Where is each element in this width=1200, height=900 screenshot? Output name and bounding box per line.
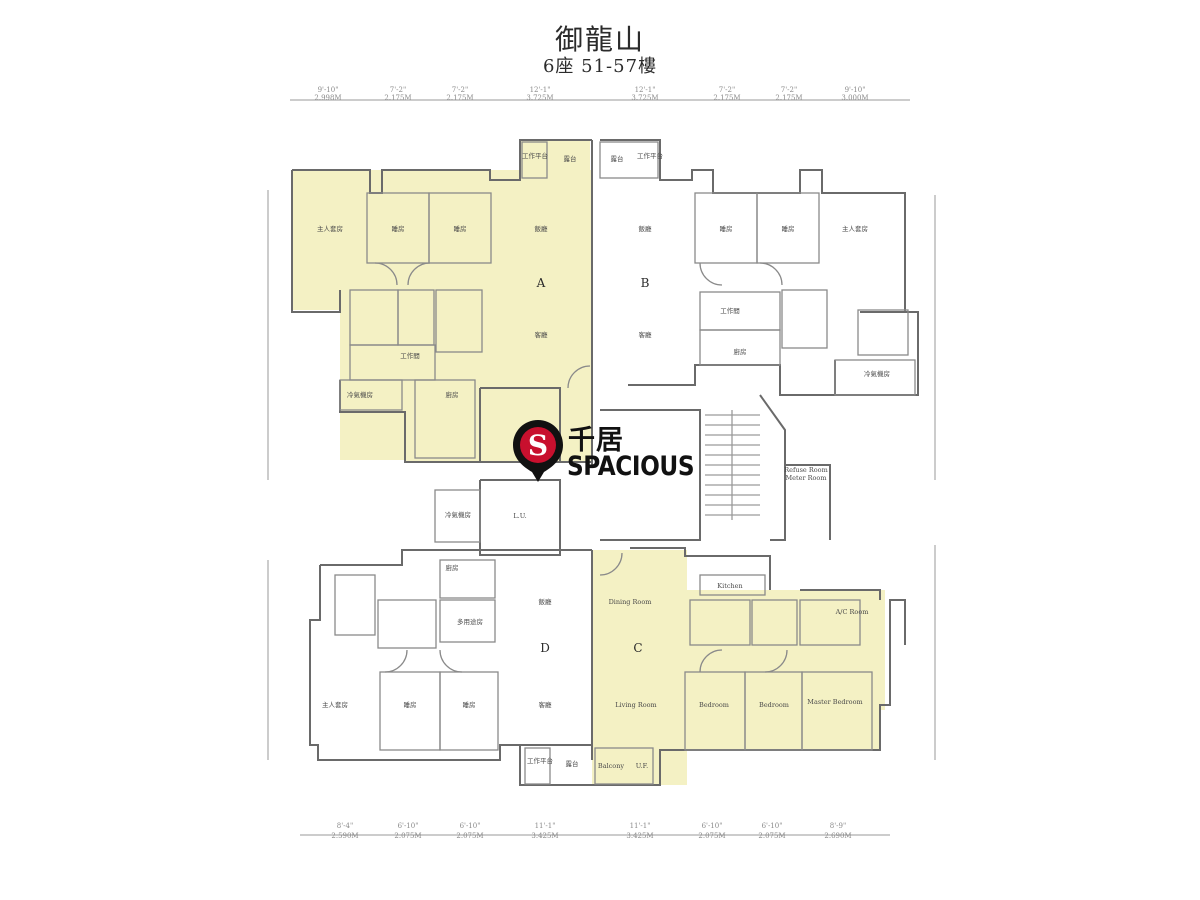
room-b-master: 主人套房 bbox=[842, 224, 868, 233]
room-b-balcony: 露台 bbox=[611, 154, 624, 163]
room-d-master: 主人套房 bbox=[322, 700, 348, 709]
room-labels: 主人套房 睡房 睡房 飯廳 客廳 工作間 廚房 冷氣機房 工作平台 露台 露台 … bbox=[317, 151, 890, 770]
dimension-labels-bottom: 8'-4" 2.590M 6'-10" 2.075M 6'-10" 2.075M… bbox=[331, 822, 851, 840]
dim-bot-2-m: 2.075M bbox=[394, 832, 421, 840]
room-d-dining: 飯廳 bbox=[539, 597, 553, 606]
dim-bot-1: 8'-4" bbox=[337, 822, 353, 830]
dim-top-8-m: 3.000M bbox=[841, 94, 868, 102]
room-b-platform: 工作平台 bbox=[637, 151, 663, 160]
spacious-mark-icon: S bbox=[513, 420, 563, 482]
room-a-ac: 冷氣機房 bbox=[347, 390, 373, 399]
room-b-bed2: 睡房 bbox=[782, 224, 795, 233]
room-b-ac: 冷氣機房 bbox=[864, 369, 890, 378]
room-c-master: Master Bedroom bbox=[807, 698, 862, 706]
room-c-dining: Dining Room bbox=[609, 598, 652, 606]
room-d-balcony: 露台 bbox=[566, 759, 579, 768]
room-b-kitchen: 廚房 bbox=[734, 347, 747, 356]
room-core-refuse: Refuse Room bbox=[784, 466, 827, 474]
dim-bot-6-m: 2.075M bbox=[698, 832, 725, 840]
dim-bot-2: 6'-10" bbox=[398, 822, 419, 830]
dim-bot-7: 6'-10" bbox=[762, 822, 783, 830]
dim-bot-5-m: 3.425M bbox=[626, 832, 653, 840]
dim-top-5-m: 3.725M bbox=[631, 94, 658, 102]
dim-top-2-m: 2.175M bbox=[384, 94, 411, 102]
dim-bot-5: 11'-1" bbox=[630, 822, 651, 830]
room-a-bed2: 睡房 bbox=[454, 224, 467, 233]
dim-top-7-m: 2.175M bbox=[775, 94, 802, 102]
unit-label-a: A bbox=[536, 276, 546, 290]
dim-top-6-m: 2.175M bbox=[713, 94, 740, 102]
room-a-bed1: 睡房 bbox=[392, 224, 405, 233]
dim-top-6: 7'-2" bbox=[719, 86, 735, 94]
room-a-kitchen: 廚房 bbox=[446, 390, 459, 399]
dim-top-1-m: 2.998M bbox=[314, 94, 341, 102]
partitions bbox=[334, 141, 916, 785]
highlight-unit-a bbox=[292, 140, 592, 462]
dim-bot-3: 6'-10" bbox=[460, 822, 481, 830]
logo-chinese-text: 千居 bbox=[568, 425, 624, 456]
room-c-ac: A/C Room bbox=[835, 608, 869, 616]
room-d-kitchen: 廚房 bbox=[446, 563, 459, 572]
highlight-unit-c bbox=[592, 550, 885, 785]
dim-top-1: 9'-10" bbox=[318, 86, 339, 94]
room-a-balcony: 露台 bbox=[564, 154, 577, 163]
dim-top-4: 12'-1" bbox=[530, 86, 551, 94]
unit-label-d: D bbox=[540, 641, 550, 655]
estate-title: 御龍山 bbox=[554, 23, 645, 56]
room-d-bed1: 睡房 bbox=[404, 700, 417, 709]
room-a-master: 主人套房 bbox=[317, 224, 343, 233]
dim-bot-1-m: 2.590M bbox=[331, 832, 358, 840]
room-b-work: 工作間 bbox=[720, 306, 740, 315]
room-a-living: 客廳 bbox=[535, 330, 549, 339]
dim-top-7: 7'-2" bbox=[781, 86, 797, 94]
room-c-bed2: Bedroom bbox=[759, 701, 789, 709]
room-c-balcony: Balcony bbox=[598, 762, 624, 770]
dim-bot-6: 6'-10" bbox=[702, 822, 723, 830]
logo-mark-letter: S bbox=[528, 429, 548, 462]
dim-top-3-m: 2.175M bbox=[446, 94, 473, 102]
dimension-lines bbox=[267, 99, 936, 836]
room-d-platform: 工作平台 bbox=[527, 756, 553, 765]
unit-label-b: B bbox=[641, 276, 650, 290]
dim-bot-7-m: 2.075M bbox=[758, 832, 785, 840]
dim-top-8: 9'-10" bbox=[845, 86, 866, 94]
dim-bot-4: 11'-1" bbox=[535, 822, 556, 830]
room-d-bed2: 睡房 bbox=[463, 700, 476, 709]
dim-top-4-m: 3.725M bbox=[526, 94, 553, 102]
room-b-living: 客廳 bbox=[639, 330, 653, 339]
room-d-multi: 多用途房 bbox=[457, 617, 483, 626]
room-c-living: Living Room bbox=[615, 701, 656, 709]
dim-bot-8-m: 2.690M bbox=[824, 832, 851, 840]
dim-bot-4-m: 3.425M bbox=[531, 832, 558, 840]
dim-top-2: 7'-2" bbox=[390, 86, 406, 94]
dim-top-3: 7'-2" bbox=[452, 86, 468, 94]
dim-bot-3-m: 2.075M bbox=[456, 832, 483, 840]
block-floors-subtitle: 6座 51-57樓 bbox=[542, 56, 658, 77]
logo-english-text: SPACIOUS bbox=[567, 451, 695, 482]
unit-label-c: C bbox=[633, 641, 642, 655]
room-a-platform: 工作平台 bbox=[522, 151, 548, 160]
room-d-ac: 冷氣機房 bbox=[445, 510, 471, 519]
room-d-living: 客廳 bbox=[539, 700, 553, 709]
room-core-lift: L.U. bbox=[513, 512, 526, 520]
dimension-labels-top: 9'-10" 2.998M 7'-2" 2.175M 7'-2" 2.175M … bbox=[314, 86, 868, 102]
room-b-bed1: 睡房 bbox=[720, 224, 733, 233]
room-a-dining: 飯廳 bbox=[535, 224, 549, 233]
room-c-bed1: Bedroom bbox=[699, 701, 729, 709]
dim-top-5: 12'-1" bbox=[635, 86, 656, 94]
room-c-uf: U.F. bbox=[636, 762, 649, 770]
dim-bot-8: 8'-9" bbox=[830, 822, 846, 830]
room-c-kitchen: Kitchen bbox=[717, 582, 742, 590]
room-b-dining: 飯廳 bbox=[639, 224, 653, 233]
unit-letters: A B C D bbox=[536, 276, 650, 655]
spacious-logo: S 千居 SPACIOUS bbox=[510, 418, 700, 488]
room-core-meter: Meter Room bbox=[785, 474, 826, 482]
room-a-work: 工作間 bbox=[400, 351, 420, 360]
